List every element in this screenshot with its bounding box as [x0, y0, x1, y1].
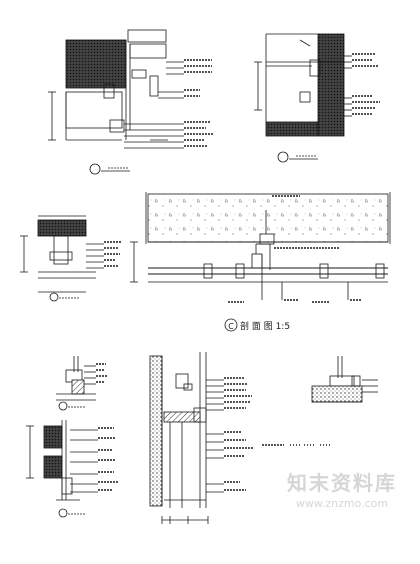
watermark-url: www.znzmo.com — [295, 497, 389, 510]
section-marker-letter: C — [228, 322, 234, 331]
detail-5-section — [26, 420, 118, 518]
detail-7-section — [262, 356, 378, 446]
watermark-logo: 知末资料库 www.znzmo.com — [272, 470, 412, 520]
ceiling-section-c — [130, 192, 391, 332]
detail-2-section — [254, 33, 380, 163]
section-marker-c — [224, 318, 238, 332]
detail-6-section — [149, 352, 254, 524]
detail-4-section — [56, 356, 108, 411]
watermark-name: 知末资料库 — [287, 471, 397, 495]
detail-1-section — [48, 29, 214, 175]
section-title: 剖 面 图 1:5 — [240, 320, 290, 332]
detail-3-section — [20, 215, 122, 302]
